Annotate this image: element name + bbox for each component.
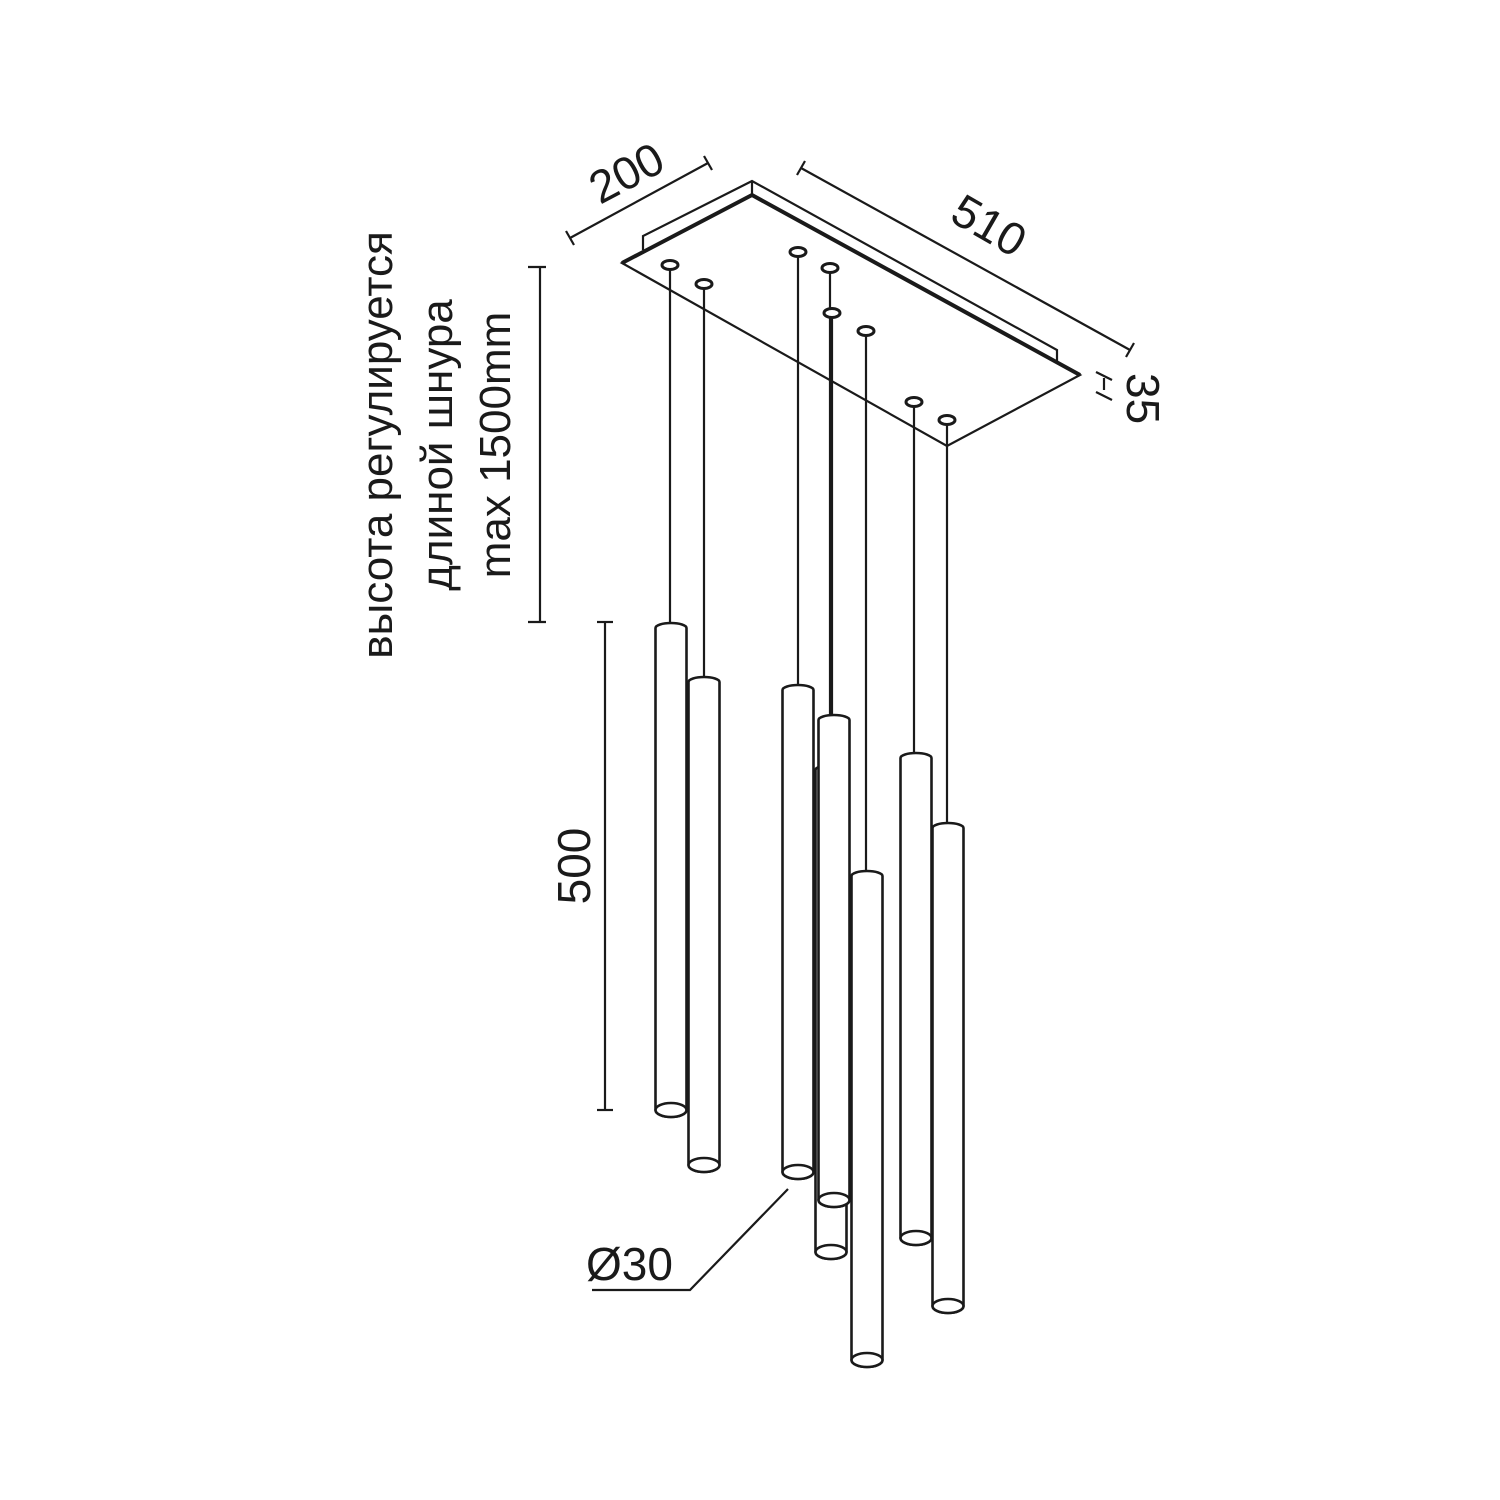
cable-socket-icon <box>820 262 840 274</box>
tube-end <box>817 1191 851 1209</box>
cable-socket-icon <box>694 278 714 290</box>
height-note: высота регулируется длиной шнура max 150… <box>353 231 520 659</box>
pendant-tube <box>850 869 884 1369</box>
pendant-tube <box>899 751 933 1247</box>
tube-body <box>687 675 721 1174</box>
canopy <box>619 179 1083 448</box>
tube-end <box>931 1297 965 1315</box>
dim-cord-length <box>528 265 546 624</box>
tube-end <box>814 1243 848 1261</box>
pendant-tube <box>817 713 851 1209</box>
tube-end <box>781 1163 815 1181</box>
pendant-tube <box>931 821 965 1315</box>
tube-end <box>687 1156 721 1174</box>
cable-socket-icon <box>822 307 842 319</box>
tube-body <box>850 869 884 1369</box>
tube-body <box>931 821 965 1315</box>
tubes <box>654 621 965 1369</box>
tube-end <box>899 1229 933 1247</box>
dim-diameter: Ø30 <box>586 1188 789 1292</box>
canopy-side-edge <box>621 192 1081 377</box>
tube-body <box>654 621 688 1119</box>
tube-body <box>899 751 933 1247</box>
cable-socket-icon <box>937 414 957 426</box>
cable-socket-icon <box>788 246 808 258</box>
pendant-tube <box>654 621 688 1119</box>
cables <box>660 246 957 876</box>
dim-35-label: 35 <box>1117 373 1169 424</box>
dim-200-label: 200 <box>580 132 672 214</box>
cable-socket-icon <box>856 325 876 337</box>
dim-510: 510 <box>796 160 1135 358</box>
pendant-tube <box>687 675 721 1174</box>
note-line-3: max 1500mm <box>471 312 520 579</box>
dim-diameter-label: Ø30 <box>586 1238 673 1290</box>
dim-500: 500 <box>548 620 613 1112</box>
pendant-tube <box>781 683 815 1181</box>
tube-body <box>817 713 851 1209</box>
cable-socket-icon <box>904 396 924 408</box>
tube-end <box>850 1351 884 1369</box>
note-line-1: высота регулируется <box>353 231 402 659</box>
note-line-2: длиной шнура <box>413 299 462 591</box>
dim-500-label: 500 <box>548 828 600 905</box>
tube-end <box>654 1101 688 1119</box>
cable-socket-icon <box>660 259 680 271</box>
tube-body <box>781 683 815 1181</box>
dim-35: 35 <box>1095 371 1169 424</box>
